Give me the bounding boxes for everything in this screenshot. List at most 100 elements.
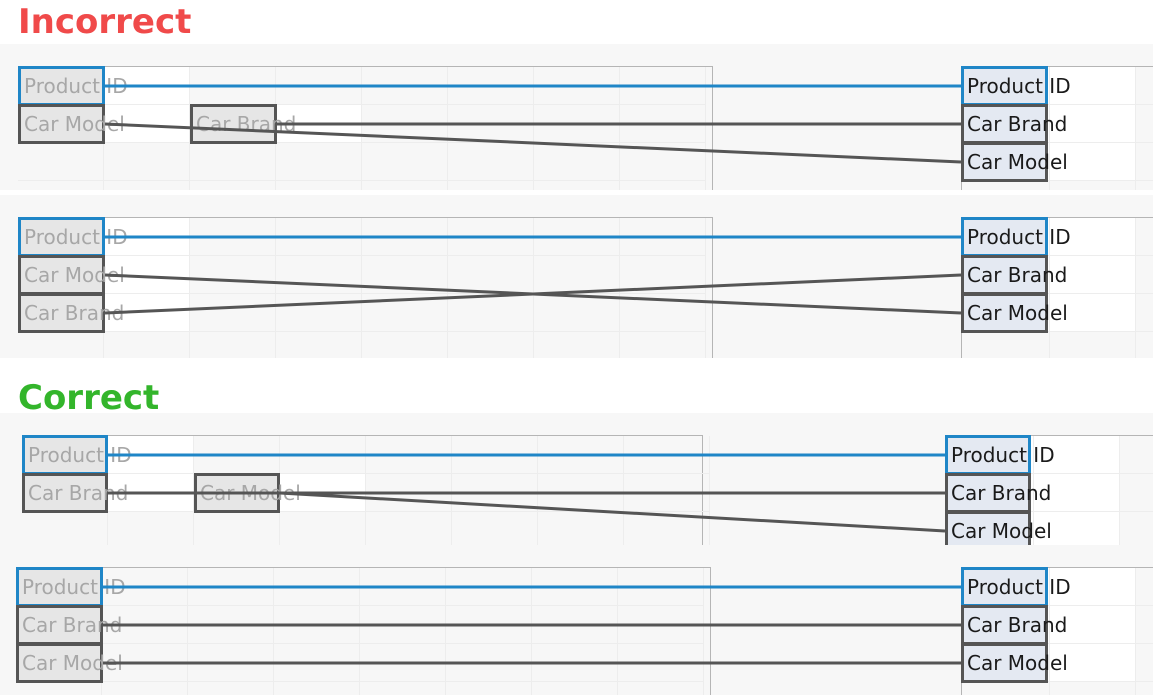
target-cell: [1050, 606, 1136, 644]
target-field-label: Car Model: [951, 519, 1052, 543]
source-field-car-brand[interactable]: [190, 104, 277, 144]
target-cell: [1050, 682, 1136, 695]
source-cell: [190, 256, 276, 294]
source-cell: [620, 181, 706, 190]
source-cell: [446, 682, 532, 695]
target-field-label: Car Brand: [967, 613, 1068, 637]
source-cell: [18, 332, 104, 358]
target-cell: [1050, 105, 1136, 143]
source-cell: [276, 143, 362, 181]
target-cell: [1050, 181, 1136, 190]
target-cell: [1136, 568, 1153, 606]
target-cell: [1136, 256, 1153, 294]
source-cell: [534, 181, 620, 190]
source-cell: [362, 256, 448, 294]
target-field-label: Car Model: [967, 150, 1068, 174]
source-cell: [620, 256, 706, 294]
target-field-label: Product ID: [967, 225, 1071, 249]
source-cell: [104, 181, 190, 190]
source-cell: [16, 606, 102, 644]
target-field-car-model[interactable]: [961, 643, 1048, 683]
source-field-car-model[interactable]: [18, 104, 105, 144]
target-cell: [1034, 436, 1120, 474]
source-cell: [448, 181, 534, 190]
target-field-label: Car Brand: [967, 112, 1068, 136]
source-cell: [620, 332, 706, 358]
target-cell: [1050, 332, 1136, 358]
source-cell: [188, 682, 274, 695]
target-cell: [1136, 644, 1153, 682]
source-cell: [448, 332, 534, 358]
target-cell: [1136, 67, 1153, 105]
target-field-label: Car Model: [967, 651, 1068, 675]
target-field-label: Product ID: [967, 575, 1071, 599]
source-field-car-brand[interactable]: [18, 293, 105, 333]
source-cell: [18, 256, 104, 294]
source-field-product-id[interactable]: [16, 567, 103, 607]
target-cell: [1136, 606, 1153, 644]
target-cell: [962, 332, 1050, 358]
source-field-car-brand[interactable]: [22, 473, 108, 513]
target-field-car-brand[interactable]: [961, 104, 1048, 144]
target-field-label: Product ID: [951, 443, 1055, 467]
target-cell: [1050, 218, 1136, 256]
source-cell: [532, 682, 618, 695]
source-cell: [534, 332, 620, 358]
source-cell: [102, 682, 188, 695]
source-cell: [276, 256, 362, 294]
source-cell: [360, 682, 446, 695]
target-cell: [1050, 256, 1136, 294]
source-cell: [190, 143, 276, 181]
target-field-label: Car Model: [967, 301, 1068, 325]
source-cell: [362, 332, 448, 358]
source-cell: [362, 294, 448, 332]
target-cell: [1050, 644, 1136, 682]
incorrect-heading: Incorrect: [18, 2, 192, 42]
source-cell: [276, 294, 362, 332]
target-field-car-model[interactable]: [961, 142, 1048, 182]
target-field-label: Car Brand: [967, 263, 1068, 287]
target-cell: [1136, 218, 1153, 256]
target-field-label: Car Brand: [951, 481, 1052, 505]
link-car-model-to-car-model: [279, 491, 946, 533]
source-cell: [190, 181, 276, 190]
target-field-car-model[interactable]: [961, 293, 1048, 333]
target-cell: [1136, 143, 1153, 181]
source-cell: [534, 143, 620, 181]
source-cell: [104, 332, 190, 358]
target-cell: [1136, 105, 1153, 143]
target-field-product-id[interactable]: [961, 66, 1048, 106]
source-cell: [618, 682, 704, 695]
target-cell: [1120, 436, 1153, 474]
source-cell: [448, 143, 534, 181]
target-cell: [962, 181, 1050, 190]
target-field-label: Product ID: [967, 74, 1071, 98]
source-cell: [18, 143, 104, 181]
correct-heading: Correct: [18, 378, 160, 418]
source-cell: [620, 143, 706, 181]
source-cell: [18, 218, 104, 256]
source-cell: [362, 181, 448, 190]
target-cell: [1050, 568, 1136, 606]
target-cell: [1050, 294, 1136, 332]
source-cell: [190, 105, 276, 143]
source-cell: [16, 682, 102, 695]
source-cell: [274, 682, 360, 695]
source-cell: [22, 436, 108, 474]
source-cell: [276, 181, 362, 190]
source-cell: [620, 294, 706, 332]
target-field-car-model[interactable]: [945, 511, 1031, 550]
source-cell: [448, 294, 534, 332]
target-cell: [1120, 474, 1153, 512]
target-cell: [962, 682, 1050, 695]
source-field-car-model[interactable]: [16, 643, 103, 683]
target-cell: [1136, 294, 1153, 332]
source-field-car-brand[interactable]: [16, 605, 103, 645]
link-car-model-to-car-model: [104, 122, 962, 164]
source-cell: [362, 143, 448, 181]
source-cell: [190, 294, 276, 332]
link-car-brand-to-car-brand: [104, 273, 962, 315]
